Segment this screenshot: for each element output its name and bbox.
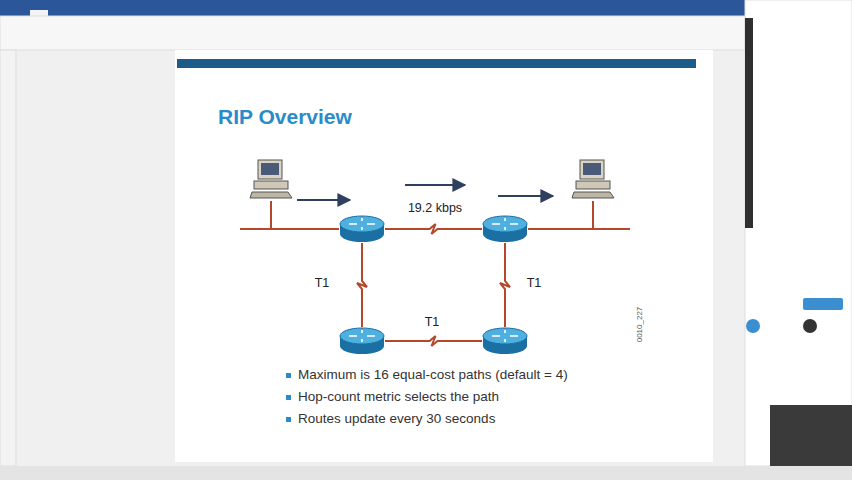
lan-link — [528, 201, 593, 229]
wan-link — [385, 224, 482, 234]
webcam-view — [770, 405, 852, 466]
flow-arrow — [498, 195, 553, 197]
wan-link — [500, 243, 510, 327]
bullet-mark — [286, 417, 291, 422]
ribbon — [0, 16, 745, 50]
link-label: 19.2 kbps — [406, 201, 464, 215]
system-unit — [576, 181, 610, 189]
slide — [175, 50, 713, 462]
bullet-text: Routes update every 30 seconds — [298, 411, 495, 426]
panel-strip — [745, 18, 753, 228]
lan-segment — [240, 228, 272, 230]
keyboard — [572, 192, 614, 198]
router-arrows — [349, 218, 375, 230]
flow-arrow — [405, 184, 465, 186]
router-symbol — [482, 215, 528, 243]
system-unit — [254, 181, 288, 189]
wan-link — [385, 336, 482, 346]
taskbar — [0, 466, 852, 480]
flow-arrow — [297, 199, 350, 201]
router-top — [340, 328, 384, 344]
monitor — [258, 160, 282, 179]
link-label: T1 — [313, 276, 332, 290]
slide-title: RIP Overview — [218, 105, 352, 129]
lan-segment — [591, 228, 630, 230]
router-icon — [339, 327, 385, 355]
router-symbol — [482, 327, 528, 355]
panel-icon — [803, 319, 817, 333]
panel-icon — [746, 319, 760, 333]
screen — [583, 163, 601, 175]
host-computer — [570, 158, 616, 200]
bullet-text: Hop-count metric selects the path — [298, 389, 499, 404]
lan-link — [271, 201, 339, 229]
slide-code: 0010_227 — [635, 307, 644, 343]
computer-icon — [570, 158, 616, 200]
wan-link — [357, 243, 367, 327]
router-arrows — [492, 330, 518, 342]
router-symbol — [339, 327, 385, 355]
router-top — [340, 216, 384, 232]
active-tab — [30, 10, 48, 16]
router-icon — [482, 327, 528, 355]
keyboard — [250, 192, 292, 198]
link-label: T1 — [423, 315, 442, 329]
ribbon-tabs — [0, 9, 852, 16]
computer-icon — [248, 158, 294, 200]
host-computer — [248, 158, 294, 200]
bullet-mark — [286, 395, 291, 400]
router-top — [483, 328, 527, 344]
title-bar — [0, 0, 852, 9]
screen — [261, 163, 279, 175]
router-icon — [482, 215, 528, 243]
monitor — [580, 160, 604, 179]
bullet-mark — [286, 373, 291, 378]
panel-button — [803, 298, 843, 310]
router-arrows — [492, 218, 518, 230]
chat-panel — [745, 0, 852, 466]
slide-header-bar — [177, 59, 696, 68]
router-top — [483, 216, 527, 232]
router-symbol — [339, 215, 385, 243]
router-icon — [339, 215, 385, 243]
link-label: T1 — [525, 276, 544, 290]
bullet-text: Maximum is 16 equal-cost paths (default … — [298, 367, 568, 382]
router-arrows — [349, 330, 375, 342]
thumbnail-strip — [0, 50, 16, 466]
